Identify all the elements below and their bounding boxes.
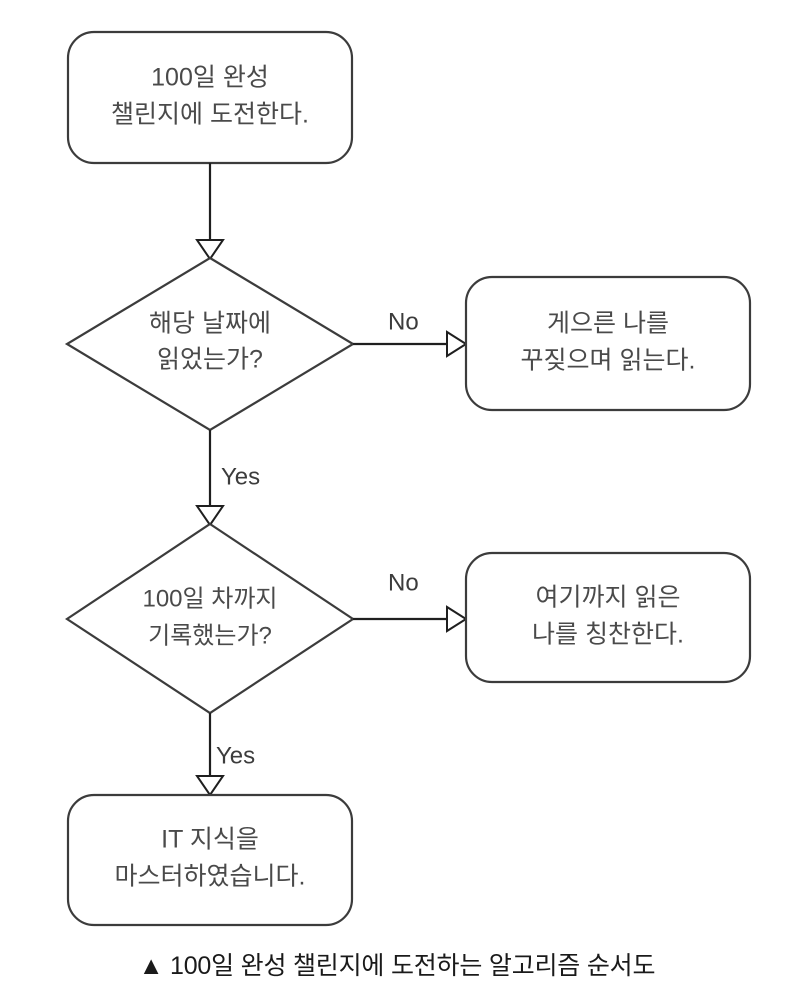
edge-decision-record-yes-arrowhead-icon bbox=[195, 775, 225, 797]
edge-label-decision-record-yes: Yes bbox=[216, 742, 255, 769]
edge-decision-read-yes-arrowhead-icon bbox=[195, 505, 225, 527]
node-action-scold[interactable]: 게으른 나를 꾸짖으며 읽는다. bbox=[464, 275, 752, 412]
node-action-scold-shape bbox=[464, 275, 752, 412]
flowchart-canvas: 100일 완성 챌린지에 도전한다. 해당 날짜에 읽었는가? No 게으른 나… bbox=[64, 30, 752, 927]
node-decision-record-line1: 100일 차까지 bbox=[142, 585, 277, 612]
node-end-master-shape bbox=[66, 793, 354, 927]
edge-decision-record-yes[interactable]: Yes bbox=[195, 713, 255, 797]
edge-label-decision-read-yes: Yes bbox=[221, 463, 260, 490]
edge-decision-read-no-arrowhead-icon bbox=[446, 330, 468, 358]
edge-decision-record-no[interactable]: No bbox=[353, 569, 468, 633]
edge-label-decision-record-no: No bbox=[388, 569, 419, 596]
node-start-shape bbox=[66, 30, 354, 165]
edge-decision-record-no-arrowhead-icon bbox=[446, 605, 468, 633]
node-end-master-line2: 마스터하였습니다. bbox=[115, 863, 306, 891]
edge-start-to-decision-read-arrowhead-icon bbox=[195, 239, 225, 261]
node-start-line2: 챌린지에 도전한다. bbox=[111, 101, 309, 129]
node-action-praise-shape bbox=[464, 551, 752, 684]
node-decision-record-line2: 기록했는가? bbox=[148, 622, 272, 649]
node-action-scold-line2: 꾸짖으며 읽는다. bbox=[521, 347, 696, 375]
node-action-praise[interactable]: 여기까지 읽은 나를 칭찬한다. bbox=[464, 551, 752, 684]
edge-decision-read-yes[interactable]: Yes bbox=[195, 430, 260, 527]
edge-label-decision-read-no: No bbox=[388, 308, 419, 335]
node-start-line1: 100일 완성 bbox=[151, 64, 269, 92]
caption-bar: ▲ 100일 완성 챌린지에 도전하는 알고리즘 순서도 bbox=[0, 936, 794, 992]
node-end-master[interactable]: IT 지식을 마스터하였습니다. bbox=[66, 793, 354, 927]
node-start[interactable]: 100일 완성 챌린지에 도전한다. bbox=[66, 30, 354, 165]
edge-decision-read-no[interactable]: No bbox=[353, 308, 468, 358]
node-decision-read[interactable]: 해당 날짜에 읽었는가? bbox=[64, 256, 356, 432]
node-action-praise-line2: 나를 칭찬한다. bbox=[532, 621, 684, 649]
node-decision-record-shape bbox=[65, 522, 355, 715]
edge-start-to-decision-read[interactable] bbox=[195, 163, 225, 261]
node-end-master-line1: IT 지식을 bbox=[161, 826, 259, 854]
node-action-scold-line1: 게으른 나를 bbox=[547, 310, 669, 338]
node-decision-read-line1: 해당 날짜에 bbox=[149, 310, 271, 338]
node-decision-read-shape bbox=[64, 256, 356, 432]
node-decision-read-line2: 읽었는가? bbox=[157, 346, 263, 374]
node-action-praise-line1: 여기까지 읽은 bbox=[536, 584, 681, 612]
node-decision-record[interactable]: 100일 차까지 기록했는가? bbox=[65, 522, 355, 715]
diagram-caption: ▲ 100일 완성 챌린지에 도전하는 알고리즘 순서도 bbox=[138, 952, 656, 980]
